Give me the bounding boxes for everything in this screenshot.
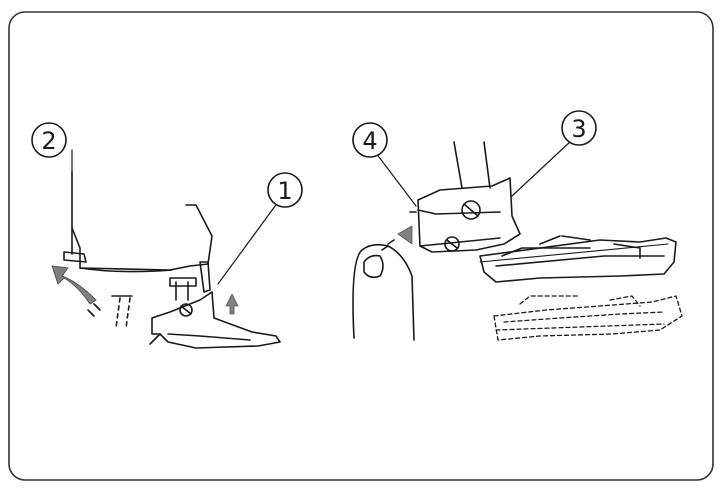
lever-2 bbox=[63, 171, 87, 263]
callout-4: 4 bbox=[352, 122, 388, 158]
needle-dashed bbox=[115, 297, 131, 329]
callout-4-label: 4 bbox=[362, 127, 377, 155]
screw-lower bbox=[444, 236, 460, 252]
presser-foot bbox=[151, 291, 281, 349]
up-arrow-icon bbox=[225, 293, 239, 315]
diagram-frame bbox=[8, 11, 714, 481]
screw-upper bbox=[461, 200, 481, 220]
left-figure-presser-foot bbox=[51, 149, 281, 349]
right-figure-presser-foot-release bbox=[352, 139, 683, 341]
machine-head bbox=[71, 204, 213, 271]
instruction-diagram: 2 1 4 3 bbox=[8, 11, 714, 481]
released-foot-dashed bbox=[493, 295, 683, 341]
foot-holder bbox=[417, 177, 521, 253]
callout-2-label: 2 bbox=[41, 127, 56, 155]
curved-up-arrow-icon bbox=[51, 265, 97, 305]
callout-3: 3 bbox=[561, 110, 597, 146]
callout-2: 2 bbox=[31, 122, 67, 158]
shank-1 bbox=[199, 261, 211, 293]
fingertip-icon bbox=[352, 243, 415, 341]
callout-1: 1 bbox=[267, 172, 303, 208]
callout-1-label: 1 bbox=[277, 177, 292, 205]
snap-on-foot bbox=[479, 237, 677, 283]
callout-3-label: 3 bbox=[571, 115, 586, 143]
thumb-screw bbox=[179, 303, 193, 317]
push-arrow-icon bbox=[397, 225, 413, 245]
